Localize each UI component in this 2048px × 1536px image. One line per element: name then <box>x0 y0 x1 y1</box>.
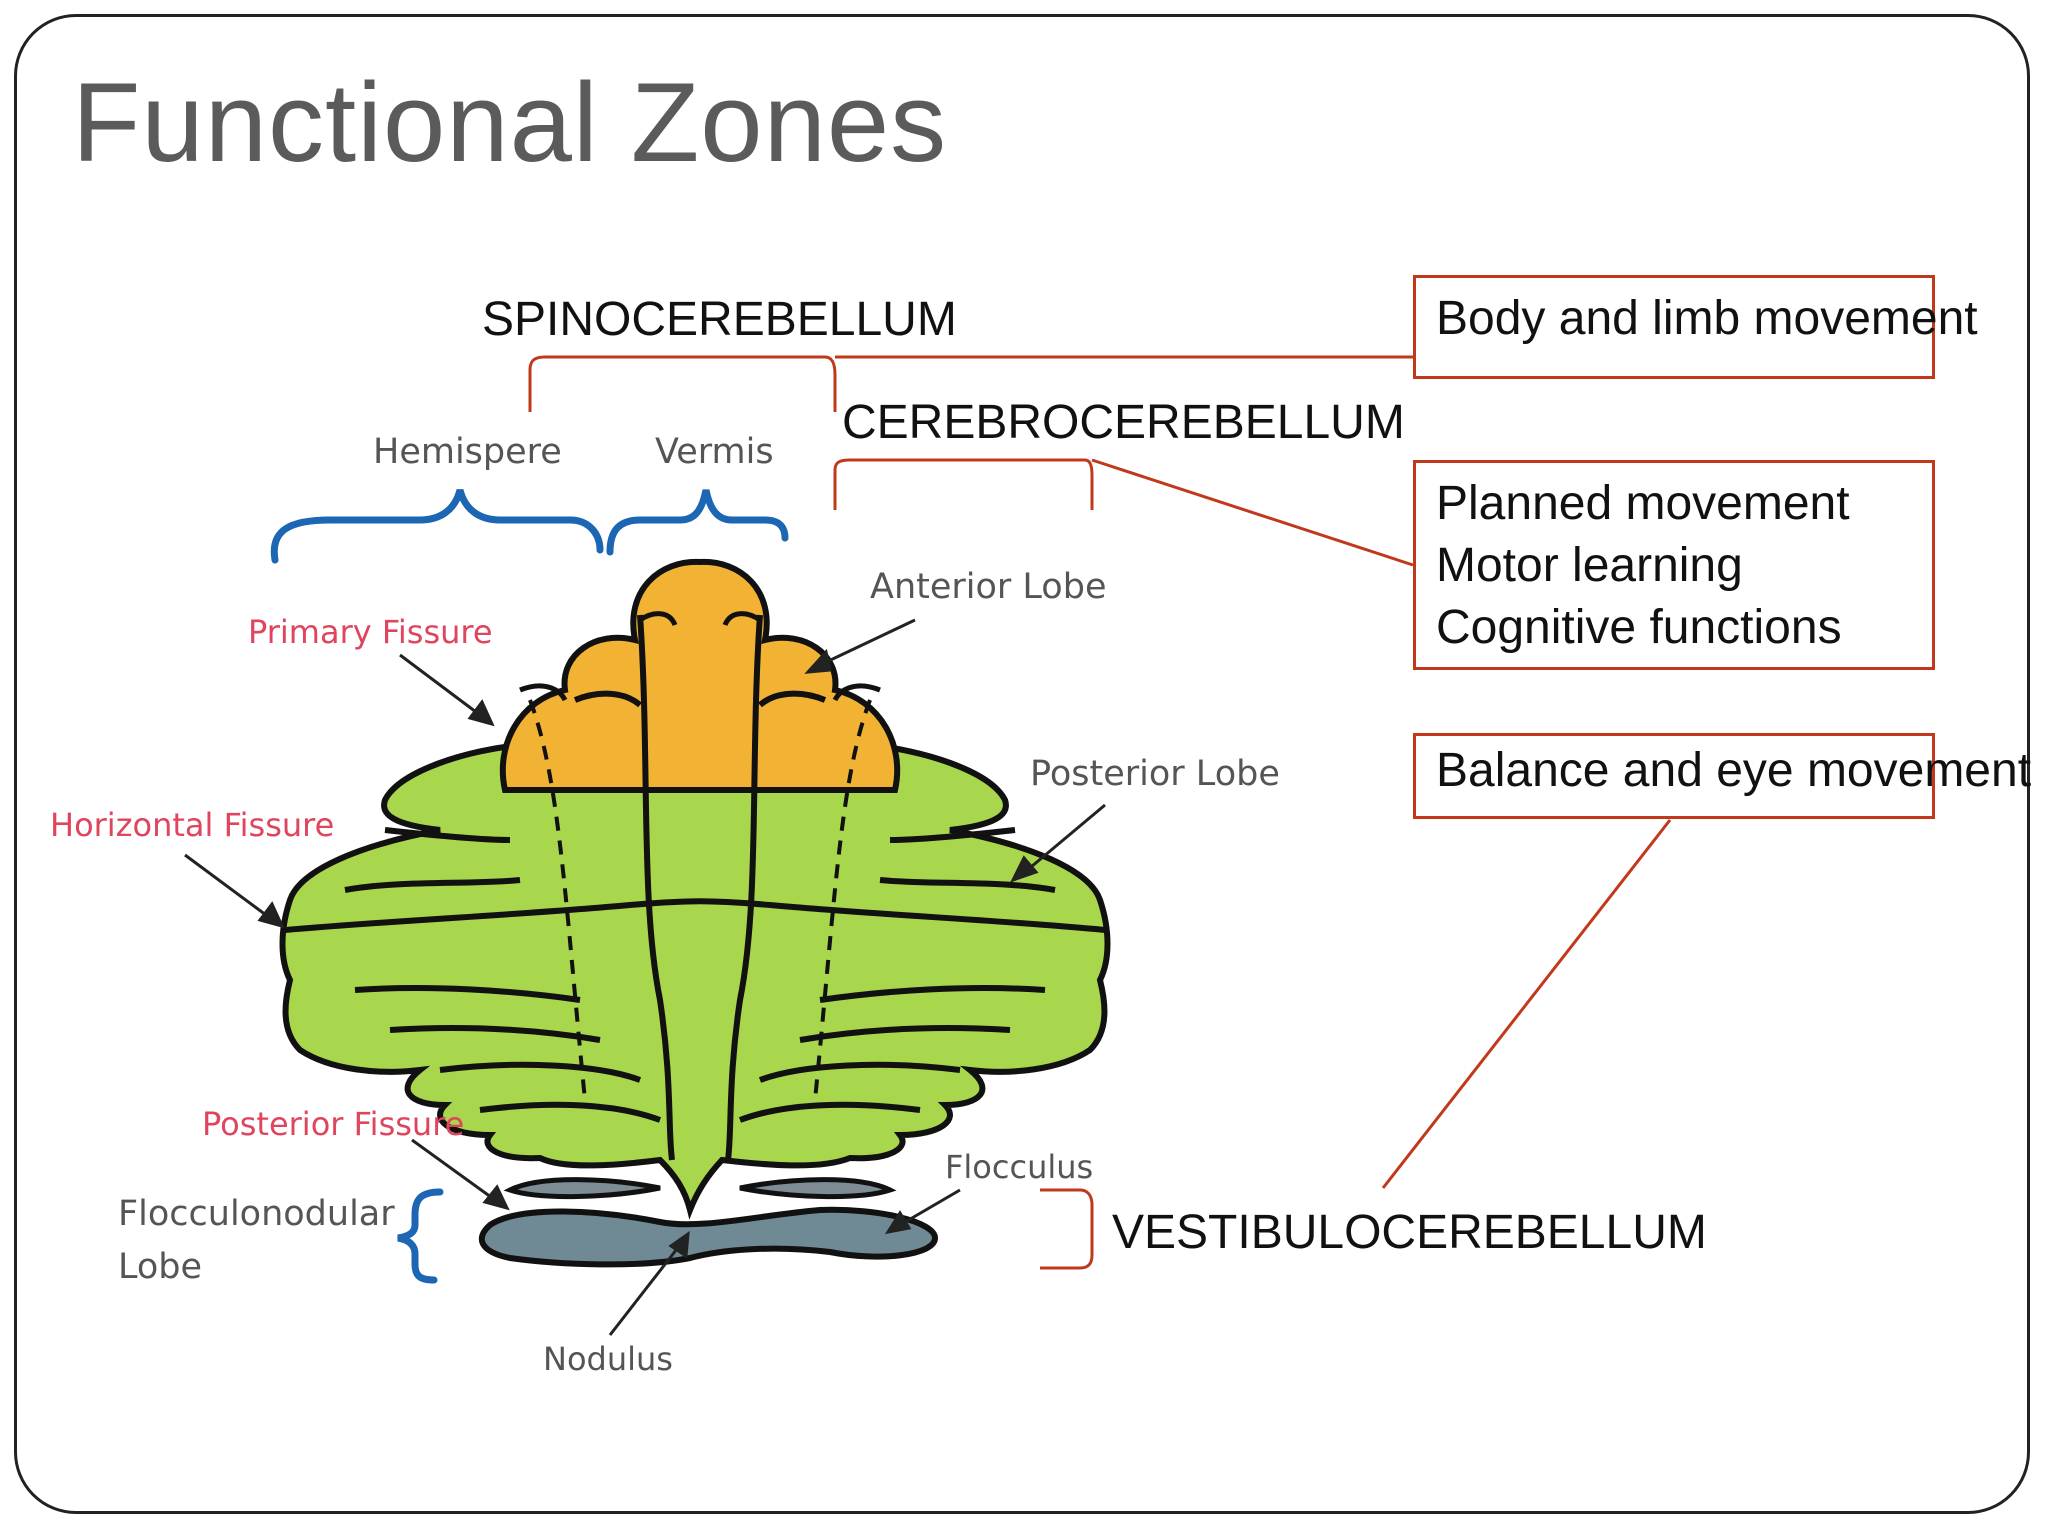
primary-fissure-label: Primary Fissure <box>248 613 493 651</box>
vermis-brace <box>606 489 789 556</box>
vermis-boundary-left <box>637 614 675 1161</box>
primary-fissure-arrow <box>399 653 481 717</box>
nodulus-label: Nodulus <box>543 1340 673 1378</box>
folium-line <box>519 683 568 702</box>
folium-line <box>758 1061 961 1083</box>
function-text: Motor learning <box>1436 539 1743 592</box>
horizontal-fissure-line <box>284 898 1106 933</box>
vestibulocerebellum-bracket <box>1040 1188 1094 1270</box>
arrowhead <box>467 699 495 727</box>
folium-line <box>722 611 762 627</box>
function-text: Planned movement <box>1436 477 1850 530</box>
folium-line <box>354 985 581 1003</box>
vermis-label: Vermis <box>655 432 774 472</box>
posterior-lobe-label: Posterior Lobe <box>1030 754 1280 794</box>
posterior-fissure-label: Posterior Fissure <box>202 1105 464 1143</box>
arrowhead <box>1010 855 1039 883</box>
folium-line <box>819 985 1046 1003</box>
folium-line <box>638 611 678 627</box>
folium-line <box>384 827 511 843</box>
vestibulocerebellum-function-box: Balance and eye movement <box>1413 733 2032 819</box>
function-text: Body and limb movement <box>1436 292 1978 345</box>
flocculonodular-brace <box>397 1188 444 1284</box>
folium-line <box>344 877 521 893</box>
flocculus-right <box>739 1177 897 1200</box>
flocculus-label: Flocculus <box>945 1148 1093 1186</box>
slide-title: Functional Zones <box>72 60 948 185</box>
posterior-lobe-shape <box>279 742 1111 1220</box>
nodulus-arrow <box>608 1244 682 1336</box>
posterior-lobe-arrow <box>1024 803 1106 874</box>
flocculonodular-shape <box>478 1206 939 1268</box>
cerebrocerebellum-function-box: Planned movement Motor learning Cognitiv… <box>1413 460 1935 670</box>
spinocerebellum-bracket <box>528 355 837 412</box>
arrowhead <box>804 648 832 674</box>
spinocerebellum-label: SPINOCEREBELLUM <box>482 293 957 346</box>
folium-line <box>738 1101 921 1123</box>
folium-line <box>879 877 1056 893</box>
spinocerebellum-function-box: Body and limb movement <box>1413 275 1978 379</box>
folium-line <box>758 690 827 708</box>
arrowhead <box>482 1184 510 1211</box>
folium-line <box>439 1061 642 1083</box>
folium-line <box>832 683 881 702</box>
cerebrocerebellum-label: CEREBROCEREBELLUM <box>842 396 1405 449</box>
paravermis-line-right <box>813 699 872 1101</box>
flocculonodular-label-line1: Flocculonodular <box>118 1194 395 1234</box>
arrowhead <box>884 1210 912 1235</box>
posterior-fissure-arrow <box>411 1138 496 1202</box>
cerebrocerebellum-connector <box>1091 458 1414 567</box>
anterior-lobe-shape <box>499 558 901 793</box>
anterior-lobe-label: Anterior Lobe <box>870 567 1106 607</box>
vestibulocerebellum-label: VESTIBULOCEREBELLUM <box>1112 1206 1707 1259</box>
horizontal-fissure-arrow <box>184 853 271 920</box>
folium-line <box>799 1025 1011 1043</box>
folium-line <box>573 690 642 708</box>
function-text: Cognitive functions <box>1436 601 1842 654</box>
vestibulocerebellum-connector <box>1381 819 1672 1189</box>
function-text: Balance and eye movement <box>1436 744 2032 797</box>
horizontal-fissure-label: Horizontal Fissure <box>50 806 334 844</box>
folium-line <box>389 1025 601 1043</box>
hemisphere-label: Hemispere <box>373 432 562 472</box>
folium-line <box>889 827 1016 843</box>
flocculonodular-label-line2: Lobe <box>118 1247 202 1287</box>
arrowhead <box>257 901 285 929</box>
anterior-lobe-arrow <box>819 618 916 667</box>
folium-line <box>479 1101 662 1123</box>
flocculus-left <box>503 1177 661 1200</box>
hemisphere-brace <box>270 488 604 564</box>
cerebrocerebellum-bracket <box>833 458 1094 510</box>
vermis-boundary-right <box>725 614 763 1161</box>
flocculus-arrow <box>899 1188 961 1227</box>
arrowhead <box>668 1230 690 1259</box>
paravermis-line-left <box>528 699 587 1101</box>
